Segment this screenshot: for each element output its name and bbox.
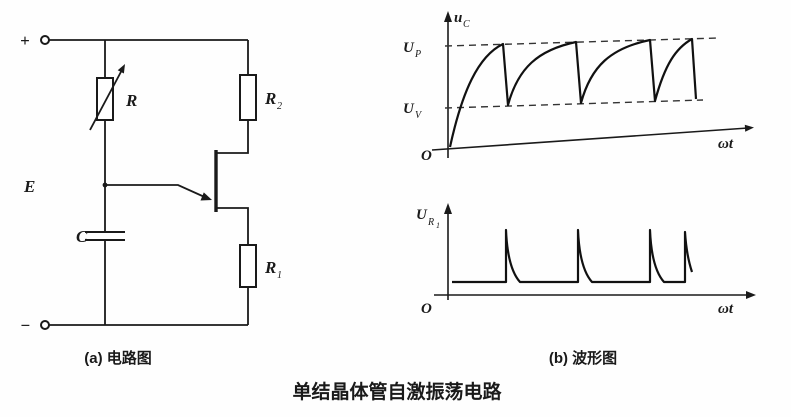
uc-x-label: ωt xyxy=(718,136,734,152)
plus-terminal-label: + xyxy=(20,31,30,50)
ur1-y-label-sub2: 1 xyxy=(436,221,440,230)
capacitor: C xyxy=(76,227,125,246)
capacitor-label: C xyxy=(76,227,88,246)
plus-terminal-icon xyxy=(40,35,50,45)
uv-level-label: U xyxy=(403,101,415,117)
resistor-r2-sub: 2 xyxy=(277,101,282,112)
uc-origin-label: O xyxy=(421,148,432,164)
ujt-transistor xyxy=(102,150,218,212)
resistor-r2-label: R xyxy=(264,89,276,108)
ur1-y-axis-arrowhead xyxy=(444,203,452,214)
variable-resistor-arrowhead xyxy=(117,64,125,74)
uc-y-label: u xyxy=(454,10,462,26)
uv-dashed-line xyxy=(444,99,704,109)
up-level-sub: P xyxy=(414,49,421,60)
resistor-r1-sub: 1 xyxy=(277,270,282,281)
ur1-waveform-curve xyxy=(452,228,694,284)
uv-level-sub: V xyxy=(415,110,423,121)
figure-caption: 单结晶体管自激振荡电路 xyxy=(292,380,502,403)
waveforms-subtitle: (b) 波形图 xyxy=(549,349,617,367)
uc-y-label-sub: C xyxy=(463,19,470,30)
uc-x-axis xyxy=(431,127,749,151)
circuit-diagram: + − R C E xyxy=(20,31,282,367)
resistor-r1-label: R xyxy=(264,258,276,277)
uc-waveform-curve xyxy=(448,37,698,148)
uc-y-axis-arrowhead xyxy=(444,11,452,22)
uc-x-axis-arrowhead xyxy=(744,124,754,132)
waveform-uc-plot: u C U P U V O ωt xyxy=(403,10,754,164)
resistor-r1: R 1 xyxy=(239,244,282,288)
ur1-origin-label: O xyxy=(421,301,432,317)
ur1-x-axis-arrowhead xyxy=(746,291,756,299)
emitter-node-dot xyxy=(102,182,108,188)
minus-terminal-label: − xyxy=(20,316,30,335)
up-dashed-line xyxy=(444,37,719,47)
waveform-ur1-plot: U R 1 O ωt xyxy=(416,203,756,317)
resistor-r2: R 2 xyxy=(239,74,282,121)
source-label: E xyxy=(23,177,35,196)
circuit-wires xyxy=(49,39,249,326)
ur1-y-label: U xyxy=(416,207,428,223)
ur1-y-label-sub: R xyxy=(427,217,434,228)
up-level-label: U xyxy=(403,40,415,56)
variable-resistor: R xyxy=(89,64,137,131)
circuit-subtitle: (a) 电路图 xyxy=(84,349,152,367)
ur1-x-label: ωt xyxy=(718,301,734,317)
variable-resistor-label: R xyxy=(125,91,137,110)
ujt-emitter-arrowhead xyxy=(200,192,212,201)
minus-terminal-icon xyxy=(40,320,50,330)
